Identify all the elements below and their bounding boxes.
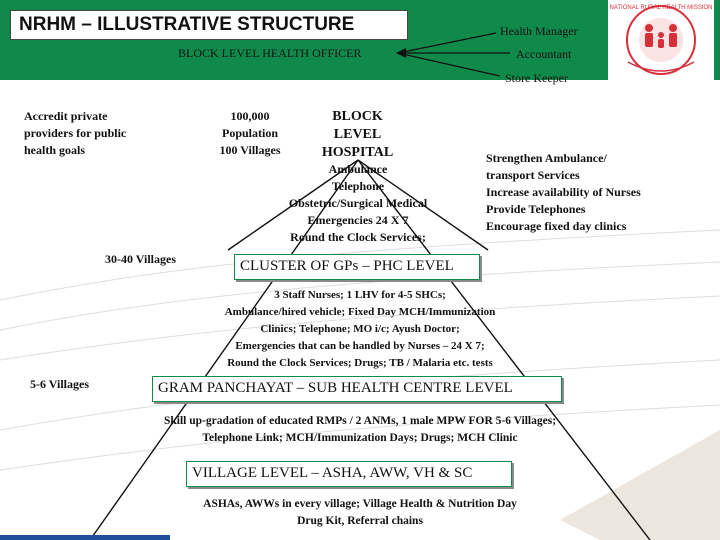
- note-line: Encourage fixed day clinics: [486, 219, 627, 233]
- accountant-label: Accountant: [516, 47, 572, 61]
- service-line: Emergencies that can be handled by Nurse…: [235, 340, 485, 352]
- village-level-bar: VILLAGE LEVEL – ASHA, AWW, VH & SC: [186, 461, 512, 487]
- note-line: 100 Villages: [219, 143, 281, 157]
- shc-services: Skill up-gradation of educated RMPs / 2 …: [105, 413, 615, 447]
- cluster-villages-note: 30-40 Villages: [105, 252, 176, 266]
- apex-title-line: LEVEL: [333, 127, 382, 142]
- service-line: Round the Clock Services;: [290, 230, 426, 244]
- note-line: health goals: [24, 143, 86, 157]
- note-line: 100,000: [230, 109, 270, 123]
- apex-title-line: BLOCK: [332, 109, 383, 124]
- service-line: Telephone: [331, 179, 385, 193]
- shc-level-bar: GRAM PANCHAYAT – SUB HEALTH CENTRE LEVEL: [152, 376, 562, 402]
- village-services: ASHAs, AWWs in every village; Village He…: [120, 496, 600, 530]
- private-providers-note: Accredit private providers for public he…: [24, 108, 194, 159]
- logo-text: NATIONAL RURAL HEALTH MISSION: [609, 5, 712, 11]
- population-note: 100,000 Population 100 Villages: [200, 108, 300, 159]
- village-level-label: VILLAGE LEVEL – ASHA, AWW, VH & SC: [192, 465, 473, 481]
- note-line: Increase availability of Nurses: [486, 185, 641, 199]
- note-line: Accredit private: [24, 109, 108, 123]
- service-line: Drug Kit, Referral chains: [297, 515, 423, 527]
- title-box: NRHM – ILLUSTRATIVE STRUCTURE: [10, 10, 408, 40]
- apex-title: BLOCK LEVEL HOSPITAL: [300, 108, 415, 162]
- service-line: Skill up-gradation of educated RMPs / 2 …: [163, 415, 557, 427]
- note-line: transport Services: [486, 168, 580, 182]
- block-services-note: Strengthen Ambulance/ transport Services…: [486, 150, 716, 235]
- shc-level-label: GRAM PANCHAYAT – SUB HEALTH CENTRE LEVEL: [158, 380, 513, 396]
- note-line: Provide Telephones: [486, 202, 586, 216]
- note-line: providers for public: [24, 126, 127, 140]
- health-manager-label: Health Manager: [500, 24, 578, 38]
- service-line: Round the Clock Services; Drugs; TB / Ma…: [227, 357, 493, 369]
- service-line: Clinics; Telephone; MO i/c; Ayush Doctor…: [260, 323, 460, 335]
- store-keeper-label: Store Keeper: [505, 71, 568, 85]
- nrhm-logo: NATIONAL RURAL HEALTH MISSION: [608, 0, 714, 82]
- apex-title-line: HOSPITAL: [321, 145, 394, 160]
- service-line: 3 Staff Nurses; 1 LHV for 4-5 SHCs;: [274, 289, 446, 301]
- service-line: ASHAs, AWWs in every village; Village He…: [203, 498, 517, 510]
- bottom-accent-strip: [0, 535, 170, 540]
- gp-villages-note: 5-6 Villages: [30, 377, 89, 391]
- service-line: Obstetric/Surgical Medical: [288, 196, 428, 210]
- page-title: NRHM – ILLUSTRATIVE STRUCTURE: [19, 14, 355, 35]
- phc-services: 3 Staff Nurses; 1 LHV for 4-5 SHCs; Ambu…: [190, 287, 530, 372]
- service-line: Telephone Link; MCH/Immunization Days; D…: [202, 432, 518, 444]
- note-line: Population: [221, 126, 278, 140]
- note-line: Strengthen Ambulance/: [486, 151, 607, 165]
- service-line: Ambulance/hired vehicle; Fixed Day MCH/I…: [224, 306, 496, 318]
- service-line: Emergencies 24 X 7: [307, 213, 409, 227]
- phc-level-bar: CLUSTER OF GPs – PHC LEVEL: [234, 254, 480, 280]
- apex-services: Ambulance Telephone Obstetric/Surgical M…: [258, 161, 458, 246]
- phc-level-label: CLUSTER OF GPs – PHC LEVEL: [240, 258, 454, 274]
- service-line: Ambulance: [328, 162, 388, 176]
- block-officer-label: BLOCK LEVEL HEALTH OFFICER: [178, 46, 362, 60]
